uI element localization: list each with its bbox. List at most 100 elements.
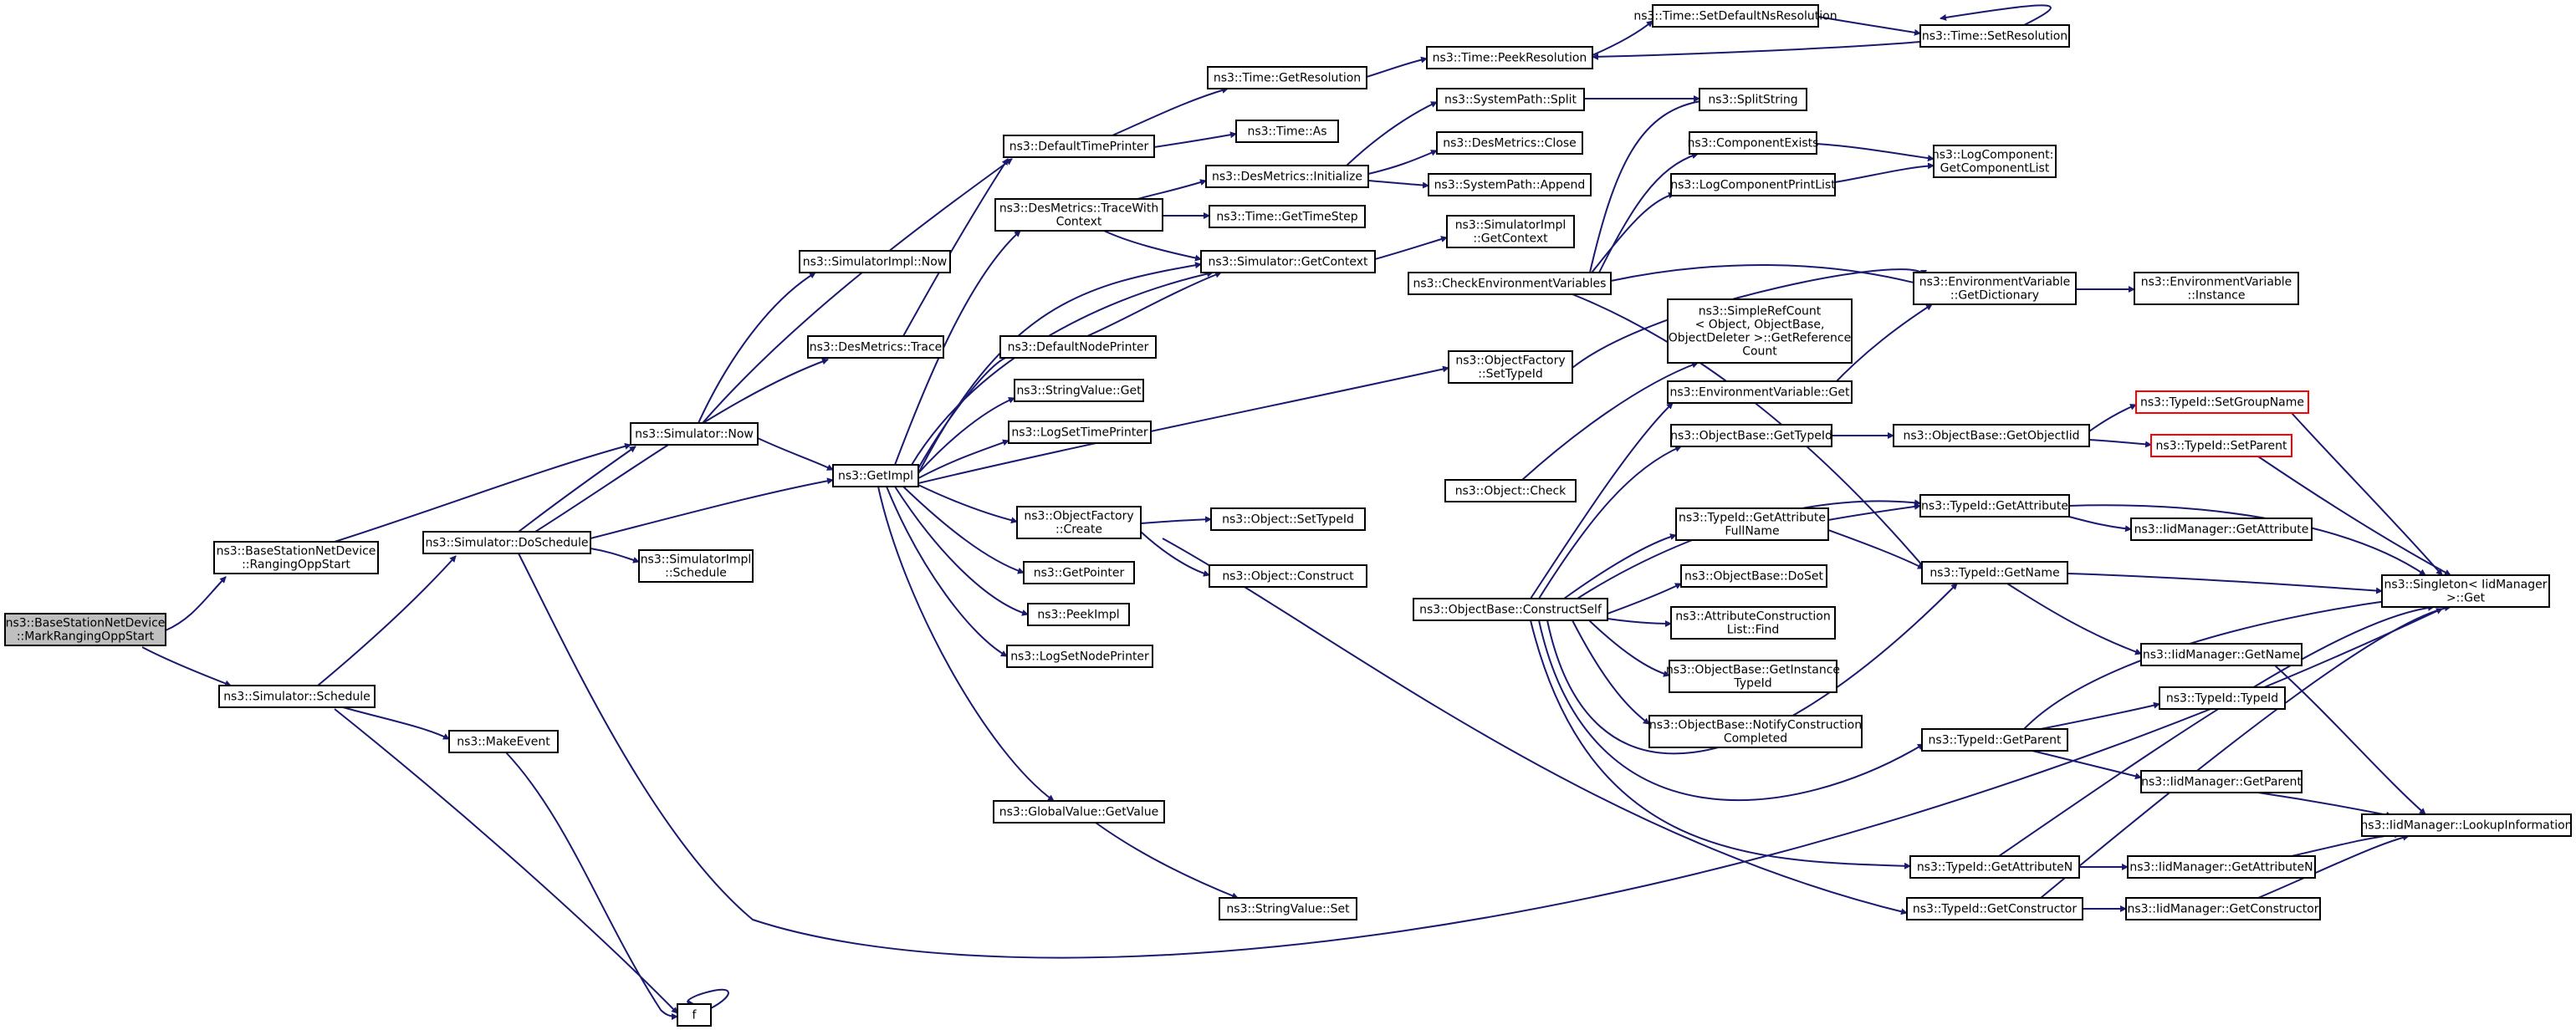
node-iidLookupInformation[interactable]: ns3::IidManager::LookupInformation: [2360, 813, 2573, 837]
node-box[interactable]: [677, 1003, 712, 1027]
node-desTrace[interactable]: ns3::DesMetrics::Trace: [807, 335, 944, 359]
node-envVarInstance[interactable]: ns3::EnvironmentVariable::Instance: [2134, 272, 2299, 305]
node-iidGetConstructor[interactable]: ns3::IidManager::GetConstructor: [2125, 897, 2321, 920]
node-box[interactable]: [1008, 421, 1152, 444]
node-logSetNodePrinter[interactable]: ns3::LogSetNodePrinter: [1006, 645, 1153, 668]
node-typeIdSetParent[interactable]: ns3::TypeId::SetParent: [2150, 434, 2292, 457]
node-simGetContext[interactable]: ns3::Simulator::GetContext: [1200, 250, 1376, 273]
node-envVarGetDictionary[interactable]: ns3::EnvironmentVariable::GetDictionary: [1913, 272, 2077, 305]
node-typeIdTypeId[interactable]: ns3::TypeId::TypeId: [2159, 686, 2286, 710]
node-box[interactable]: [799, 250, 951, 273]
node-box[interactable]: [448, 730, 559, 753]
node-rangingOppStart[interactable]: ns3::BaseStationNetDevice::RangingOppSta…: [213, 541, 379, 574]
node-box[interactable]: [1675, 507, 1829, 541]
node-defaultTimePrinter[interactable]: ns3::DefaultTimePrinter: [1003, 135, 1155, 158]
node-box[interactable]: [1652, 4, 1819, 28]
node-checkEnvVars[interactable]: ns3::CheckEnvironmentVariables: [1408, 272, 1612, 295]
node-desInitialize[interactable]: ns3::DesMetrics::Initialize: [1205, 165, 1369, 188]
node-box[interactable]: [1919, 24, 2070, 48]
node-box[interactable]: [1699, 88, 1807, 111]
node-box[interactable]: [4, 613, 166, 646]
node-sysPathAppend[interactable]: ns3::SystemPath::Append: [1428, 173, 1592, 196]
node-box[interactable]: [1428, 173, 1592, 196]
node-now[interactable]: ns3::Simulator::Now: [630, 422, 759, 446]
node-box[interactable]: [1648, 715, 1863, 748]
node-box[interactable]: [1669, 660, 1837, 693]
node-desClose[interactable]: ns3::DesMetrics::Close: [1436, 131, 1583, 155]
node-box[interactable]: [1205, 165, 1369, 188]
node-box[interactable]: [1906, 897, 2083, 920]
node-box[interactable]: [1670, 173, 1836, 196]
node-box[interactable]: [422, 531, 591, 554]
node-logSetTimePrinter[interactable]: ns3::LogSetTimePrinter: [1008, 421, 1152, 444]
node-box[interactable]: [1921, 561, 2068, 584]
node-box[interactable]: [2150, 434, 2292, 457]
node-makeEvent[interactable]: ns3::MakeEvent: [448, 730, 559, 753]
node-box[interactable]: [832, 464, 919, 487]
node-defaultNodePrinter[interactable]: ns3::DefaultNodePrinter: [999, 335, 1157, 359]
node-box[interactable]: [1913, 272, 2077, 305]
node-typeIdGetAttributeN[interactable]: ns3::TypeId::GetAttributeN: [1909, 855, 2080, 879]
node-componentExists[interactable]: ns3::ComponentExists: [1688, 131, 1819, 155]
node-simImplGetContext[interactable]: ns3::SimulatorImpl::GetContext: [1446, 215, 1575, 248]
node-envVarGet[interactable]: ns3::EnvironmentVariable::Get: [1667, 380, 1853, 404]
node-typeIdSetGroupName[interactable]: ns3::TypeId::SetGroupName: [2135, 390, 2309, 414]
node-iidGetAttribute[interactable]: ns3::IidManager::GetAttribute: [2130, 518, 2313, 541]
node-typeIdGetConstructor[interactable]: ns3::TypeId::GetConstructor: [1906, 897, 2083, 920]
node-box[interactable]: [2135, 390, 2309, 414]
node-timePeekResolution[interactable]: ns3::Time::PeekResolution: [1426, 46, 1593, 69]
node-sysPathSplit[interactable]: ns3::SystemPath::Split: [1436, 88, 1585, 111]
node-box[interactable]: [2127, 855, 2316, 879]
node-objCheck[interactable]: ns3::Object::Check: [1444, 479, 1577, 502]
node-box[interactable]: [1448, 350, 1573, 384]
node-splitString[interactable]: ns3::SplitString: [1699, 88, 1807, 111]
node-box[interactable]: [630, 422, 759, 446]
node-f[interactable]: f: [677, 1003, 712, 1027]
node-getPointer[interactable]: ns3::GetPointer: [1023, 561, 1135, 584]
node-box[interactable]: [1209, 205, 1366, 228]
node-box[interactable]: [1446, 215, 1575, 248]
node-globalValueGetValue[interactable]: ns3::GlobalValue::GetValue: [993, 800, 1165, 823]
node-logComponentPrintList[interactable]: ns3::LogComponentPrintList: [1670, 173, 1836, 196]
node-stringValueSet[interactable]: ns3::StringValue::Set: [1219, 897, 1357, 920]
node-box[interactable]: [638, 549, 754, 583]
node-iidGetAttributeN[interactable]: ns3::IidManager::GetAttributeN: [2127, 855, 2316, 879]
node-box[interactable]: [1006, 645, 1153, 668]
node-objBaseDoSet[interactable]: ns3::ObjectBase::DoSet: [1680, 564, 1827, 588]
node-objFactoryCreate[interactable]: ns3::ObjectFactory::Create: [1016, 506, 1142, 539]
node-iidGetName[interactable]: ns3::IidManager::GetName: [2140, 643, 2303, 666]
node-box[interactable]: [1235, 120, 1339, 143]
node-box[interactable]: [1680, 564, 1827, 588]
node-timeAs[interactable]: ns3::Time::As: [1235, 120, 1339, 143]
node-root[interactable]: ns3::BaseStationNetDevice::MarkRangingOp…: [4, 613, 166, 646]
node-setDefaultNsRes[interactable]: ns3::Time::SetDefaultNsResolution: [1633, 4, 1837, 28]
node-peekImpl[interactable]: ns3::PeekImpl: [1027, 603, 1130, 626]
node-box[interactable]: [1670, 606, 1836, 640]
node-box[interactable]: [1667, 298, 1853, 364]
node-typeIdGetAttribute[interactable]: ns3::TypeId::GetAttribute: [1919, 494, 2070, 518]
node-box[interactable]: [1209, 564, 1367, 588]
node-box[interactable]: [2381, 574, 2550, 608]
node-box[interactable]: [1436, 88, 1585, 111]
node-objFactorySetTypeId[interactable]: ns3::ObjectFactory::SetTypeId: [1448, 350, 1573, 384]
node-box[interactable]: [2361, 813, 2572, 837]
node-constructSelf[interactable]: ns3::ObjectBase::ConstructSelf: [1413, 598, 1608, 621]
node-typeIdGetParent[interactable]: ns3::TypeId::GetParent: [1921, 728, 2068, 752]
node-box[interactable]: [1408, 272, 1612, 295]
node-objConstruct[interactable]: ns3::Object::Construct: [1209, 564, 1367, 588]
node-box[interactable]: [218, 685, 376, 708]
node-typeIdGetName[interactable]: ns3::TypeId::GetName: [1921, 561, 2068, 584]
node-singletonGet[interactable]: ns3::Singleton< IidManager>::Get: [2381, 574, 2550, 608]
node-box[interactable]: [1893, 424, 2090, 447]
node-box[interactable]: [1909, 855, 2080, 879]
node-box[interactable]: [1413, 598, 1608, 621]
node-logComponentGetList[interactable]: ns3::LogComponent::GetComponentList: [1932, 145, 2057, 178]
node-box[interactable]: [1200, 250, 1376, 273]
node-box[interactable]: [2130, 518, 2313, 541]
node-box[interactable]: [807, 335, 944, 359]
node-box[interactable]: [1670, 424, 1832, 447]
node-box[interactable]: [1444, 479, 1577, 502]
